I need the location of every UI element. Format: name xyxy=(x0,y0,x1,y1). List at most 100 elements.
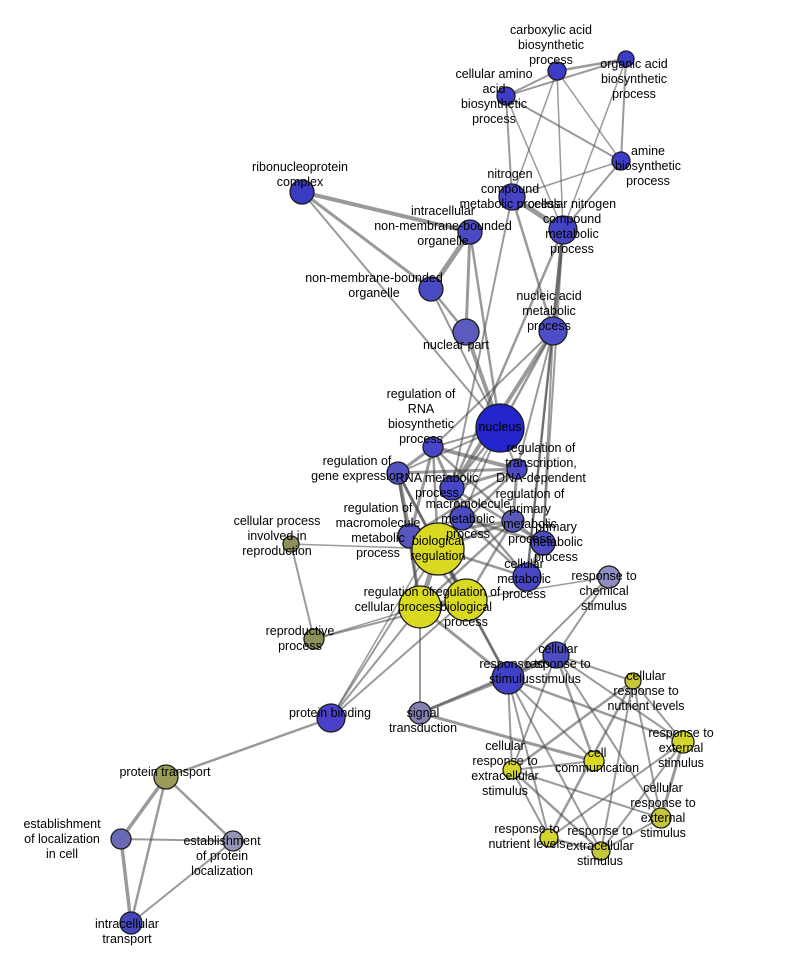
graph-node-cellmet[interactable] xyxy=(512,562,542,592)
graph-edge-organic-amine xyxy=(620,58,627,162)
graph-edge-nucacid-regtrans xyxy=(516,330,554,470)
graph-node-rnamet[interactable] xyxy=(439,475,465,501)
graph-node-nucleus[interactable] xyxy=(475,403,525,453)
graph-node-estprot[interactable] xyxy=(222,830,244,852)
graph-edge-amino-cnitrogen xyxy=(505,95,564,231)
graph-edge-cpir-repro xyxy=(290,543,315,640)
graph-edge-nitrogen-nucacid xyxy=(510,195,555,333)
graph-node-regtrans[interactable] xyxy=(506,458,528,480)
graph-edge-crextra-rextra xyxy=(510,768,603,853)
graph-node-ribo[interactable] xyxy=(289,179,315,205)
graph-edge-comm-signal xyxy=(418,711,596,763)
graph-edge-pbind-nucleus xyxy=(330,427,501,719)
graph-edge-estloc-estprot xyxy=(120,838,234,842)
graph-edge-regrna-regprim xyxy=(431,445,515,523)
graph-edge-carboxylic-cnitrogen xyxy=(556,70,564,231)
graph-edge-crnutr-rextra xyxy=(600,680,634,852)
graph-node-crextra[interactable] xyxy=(502,760,522,780)
graph-edge-ptrans-intratrans xyxy=(129,775,168,925)
graph-node-label-nucleus: nucleus xyxy=(478,420,521,434)
graph-edge-crstim-rext xyxy=(555,654,684,743)
graph-edge-nmbo-nucleus xyxy=(430,288,501,429)
graph-edge-amine-nitrogen xyxy=(511,160,622,198)
graph-edge-regtrans-reggene xyxy=(396,467,519,475)
graph-node-regbio[interactable] xyxy=(444,578,488,622)
graph-edge-amino-amine xyxy=(505,95,622,162)
graph-edge-pbind-ptrans xyxy=(164,716,333,779)
graph-node-regrna[interactable] xyxy=(422,436,444,458)
graph-edge-amine-cnitrogen xyxy=(562,160,622,231)
graph-edge-ptrans-estprot xyxy=(164,775,235,843)
graph-node-crext[interactable] xyxy=(650,807,672,829)
graph-node-organic[interactable] xyxy=(617,50,635,68)
graph-node-inmbo[interactable] xyxy=(457,219,483,245)
graph-edge-nucacid-regrna xyxy=(432,330,554,448)
graph-node-amino[interactable] xyxy=(496,86,516,106)
graph-node-nucpart[interactable] xyxy=(452,318,480,346)
graph-edge-carboxylic-amine xyxy=(556,70,622,162)
graph-edge-rnamet-primmet xyxy=(450,486,545,545)
graph-node-rext[interactable] xyxy=(671,730,695,754)
graph-edge-rext-rextra xyxy=(600,741,684,852)
graph-node-nitrogen[interactable] xyxy=(498,183,526,211)
graph-node-label-nucpart: nuclear part xyxy=(423,338,490,352)
graph-edge-carboxylic-organic xyxy=(555,57,628,73)
graph-edge-rchem-regbio xyxy=(465,576,610,601)
graph-edge-crnutr-crext xyxy=(632,680,662,819)
graph-node-rchem[interactable] xyxy=(597,565,621,589)
graph-node-estloc[interactable] xyxy=(110,828,132,850)
graph-edge-regrna-regtrans xyxy=(431,445,519,471)
graph-edge-crstim-crext xyxy=(555,654,662,819)
graph-edge-ribo-inmbo xyxy=(300,190,472,234)
graph-node-rnutr[interactable] xyxy=(539,828,559,848)
graph-edge-crextra-crext xyxy=(511,769,662,819)
graph-edge-ribo-nucleus xyxy=(301,191,501,429)
graph-node-crstim[interactable] xyxy=(542,641,570,669)
graph-node-cnitrogen[interactable] xyxy=(548,215,578,245)
graph-node-amine[interactable] xyxy=(611,151,631,171)
graph-node-cpir[interactable] xyxy=(282,535,300,553)
graph-node-signal[interactable] xyxy=(408,701,432,725)
graph-node-crnutr[interactable] xyxy=(624,672,642,690)
graph-edge-crextra-rnutr xyxy=(511,769,550,839)
graph-node-intratrans[interactable] xyxy=(119,911,143,935)
graph-node-bioreg[interactable] xyxy=(411,522,465,576)
graph-node-comm[interactable] xyxy=(583,750,605,772)
graph-node-macromet[interactable] xyxy=(449,505,475,531)
graph-node-reggene[interactable] xyxy=(386,461,410,485)
graph-node-nucacid[interactable] xyxy=(538,316,568,346)
graph-node-nmbo[interactable] xyxy=(418,276,444,302)
graph-node-primmet[interactable] xyxy=(530,530,556,556)
graph-edge-rstim-comm xyxy=(507,677,595,762)
graph-node-ptrans[interactable] xyxy=(153,764,179,790)
graph-node-pbind[interactable] xyxy=(316,703,346,733)
graph-edge-cnitrogen-rnamet xyxy=(450,228,565,490)
graph-node-carboxylic[interactable] xyxy=(547,61,567,81)
graph-node-repro[interactable] xyxy=(303,628,325,650)
graph-edge-amino-nitrogen xyxy=(505,95,513,198)
graph-node-rextra[interactable] xyxy=(591,841,611,861)
graph-edge-macromet-primmet xyxy=(460,516,545,545)
graph-edge-estprot-intratrans xyxy=(130,840,234,924)
graph-node-rstim[interactable] xyxy=(491,661,525,695)
graph-node-regcell[interactable] xyxy=(398,585,442,629)
graph-node-regprim[interactable] xyxy=(501,509,525,533)
graph-edge-crstim-crextra xyxy=(511,654,557,771)
